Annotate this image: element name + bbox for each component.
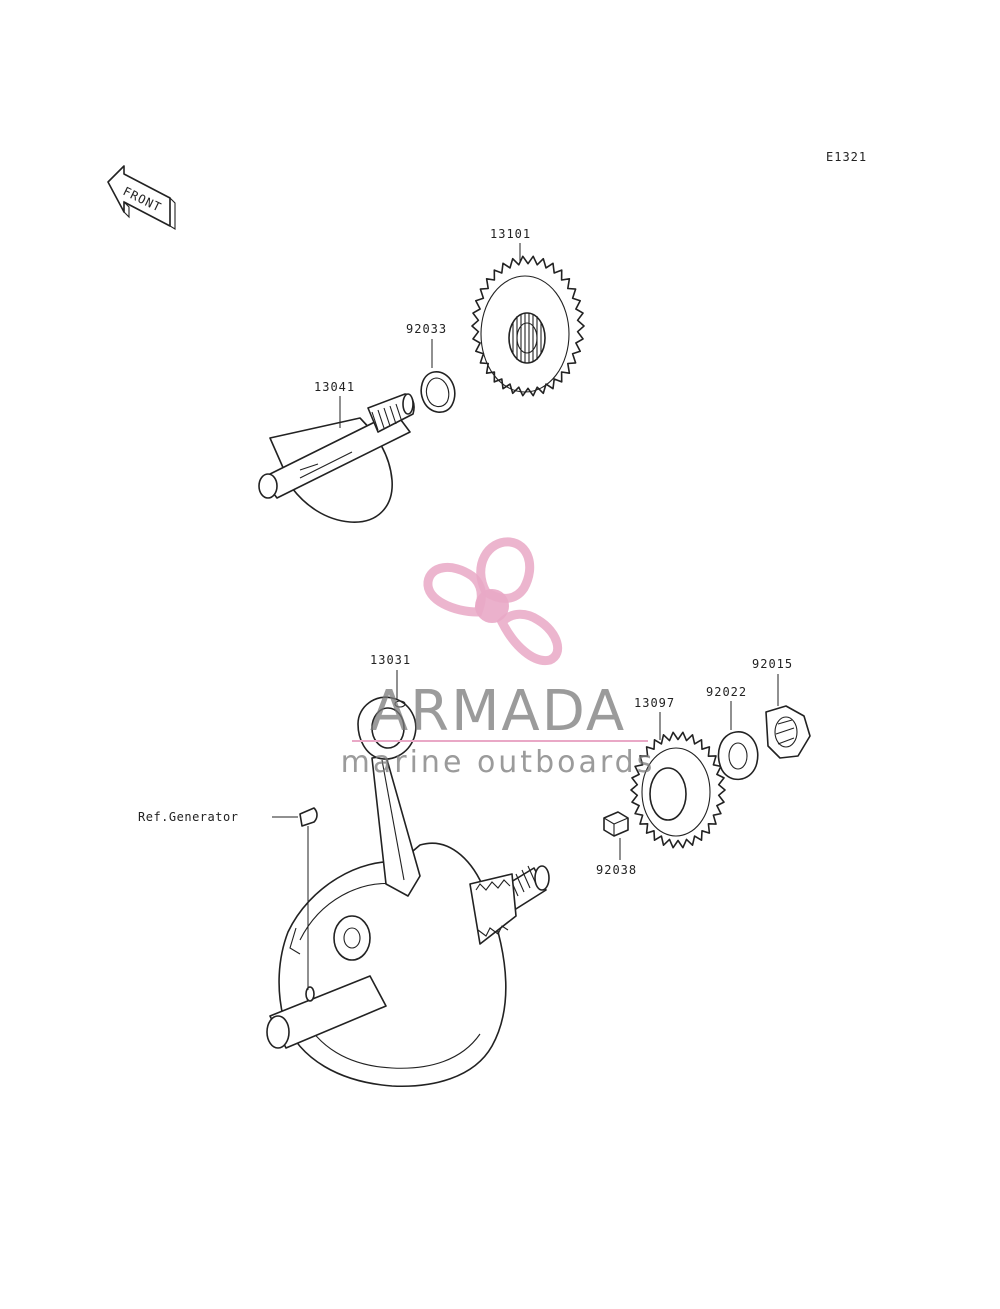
diagram-code: E1321: [826, 150, 867, 164]
ring-92033: [420, 371, 456, 413]
nut-92015: [765, 705, 811, 759]
propeller-blade: [423, 563, 486, 617]
crank-sprocket: [469, 873, 517, 945]
watermark-name: ARMADA: [370, 679, 626, 744]
part-number-92022: 92022: [706, 685, 747, 699]
gear-13097: [630, 731, 726, 849]
needle-bearing: [512, 313, 542, 363]
propeller-blade: [476, 537, 535, 603]
washer-92022: [717, 731, 759, 781]
part-number-92033: 92033: [406, 322, 447, 336]
part-number-13031: 13031: [370, 653, 411, 667]
gear-13101: [471, 255, 585, 397]
propeller-logo-icon: [423, 537, 563, 666]
shaft-13041: [258, 393, 415, 523]
reference-label: Ref.Generator: [138, 810, 238, 824]
rod-13031: [357, 696, 421, 897]
watermark-tagline: marine outboards: [341, 745, 656, 780]
part-number-92015: 92015: [752, 657, 793, 671]
propeller-blade: [496, 609, 563, 666]
front-arrow-icon: FRONT: [107, 165, 176, 230]
watermark: ARMADA marine outboards: [341, 537, 656, 780]
part-number-13041: 13041: [314, 380, 355, 394]
part-number-13101: 13101: [490, 227, 531, 241]
woodruff-key: [299, 807, 318, 827]
part-number-92038: 92038: [596, 863, 637, 877]
part-number-13097: 13097: [634, 696, 675, 710]
propeller-hub: [475, 589, 509, 623]
key-92038: [603, 811, 629, 837]
